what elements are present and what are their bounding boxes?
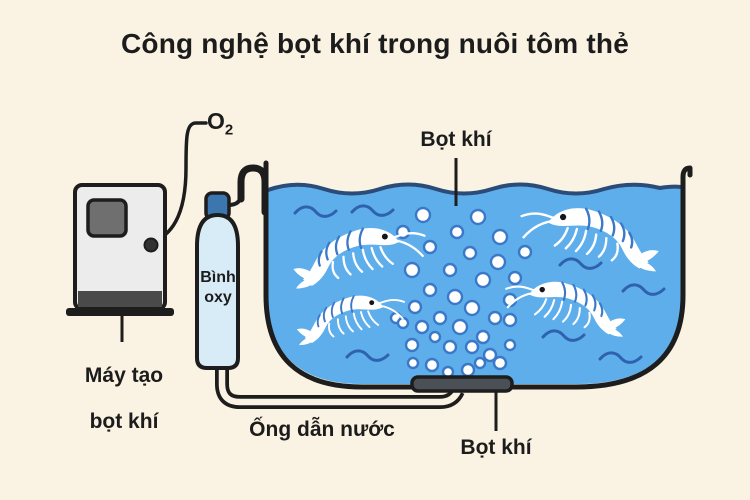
wave-marks	[293, 204, 666, 364]
bubble	[482, 347, 498, 363]
air-diffuser	[410, 375, 514, 393]
bubble	[449, 224, 465, 240]
over-rim-pipe	[226, 164, 269, 216]
bubble	[507, 270, 523, 286]
generator-label: Máy tạo bọt khí	[84, 364, 164, 433]
bubble	[475, 329, 491, 345]
bubble	[442, 339, 458, 355]
o2-symbol: O	[207, 108, 225, 134]
bubble	[396, 316, 410, 330]
page-title: Công nghệ bọt khí trong nuôi tôm thẻ	[120, 28, 629, 59]
machine-knob	[143, 237, 159, 253]
bubble	[503, 338, 517, 352]
water-pipe	[215, 364, 465, 409]
bubble	[464, 339, 480, 355]
wave-mark	[345, 349, 390, 362]
bubble	[502, 312, 518, 328]
bubble	[407, 299, 423, 315]
bubble	[492, 355, 508, 371]
o2-label: O2	[207, 108, 233, 139]
bubble	[403, 261, 421, 279]
machine-strip	[78, 291, 162, 307]
bubble	[460, 362, 476, 378]
bubble	[428, 330, 442, 344]
bubbles-top-label: Bọt khí	[420, 128, 492, 151]
cylinder-body	[195, 212, 240, 370]
bubble	[463, 299, 481, 317]
oxygen-tank-label: Bình oxy	[200, 269, 236, 306]
oxygen-cylinder	[195, 191, 240, 370]
bubble	[414, 206, 432, 224]
machine-window	[86, 198, 128, 238]
bubble	[469, 208, 487, 226]
bubble	[432, 310, 448, 326]
bubble	[487, 310, 503, 326]
wave-mark	[621, 283, 666, 296]
o2-subscript: 2	[224, 121, 234, 139]
bubble	[491, 228, 509, 246]
bubble	[422, 282, 438, 298]
wave-mark	[558, 257, 603, 270]
bubble	[424, 357, 440, 373]
bubble	[462, 245, 478, 261]
bubble	[422, 239, 438, 255]
bubble	[517, 244, 533, 260]
bubble	[442, 262, 458, 278]
water-pipe-label: Ống dẫn nước	[249, 418, 395, 441]
bubble	[474, 271, 492, 289]
water-surface-line	[266, 182, 683, 196]
wave-mark	[350, 204, 395, 217]
wave-mark	[598, 351, 643, 364]
bubble	[489, 253, 507, 271]
bubble	[446, 288, 464, 306]
air-pump-machine	[66, 183, 174, 342]
tank-outline	[263, 160, 693, 390]
bubble	[451, 318, 469, 336]
bubble	[473, 356, 487, 370]
bubbles-bottom-label: Bọt khí	[460, 436, 532, 459]
bubble	[406, 356, 420, 370]
bubble	[404, 337, 420, 353]
bubble	[414, 319, 430, 335]
wave-mark	[541, 329, 586, 342]
wave-mark	[293, 205, 338, 218]
